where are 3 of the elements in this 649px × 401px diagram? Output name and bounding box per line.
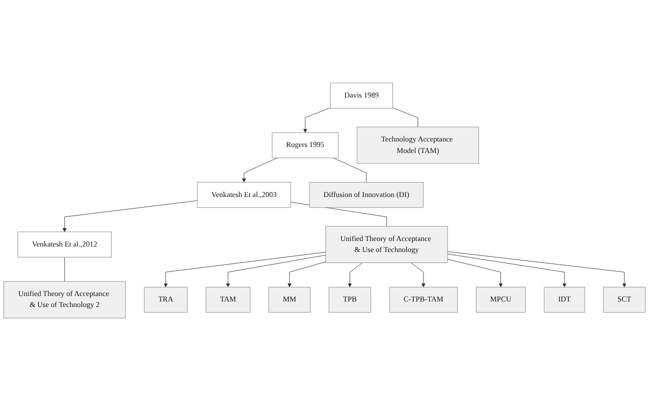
connector (332, 158, 367, 182)
connector (392, 108, 418, 128)
connector (64, 256, 65, 282)
